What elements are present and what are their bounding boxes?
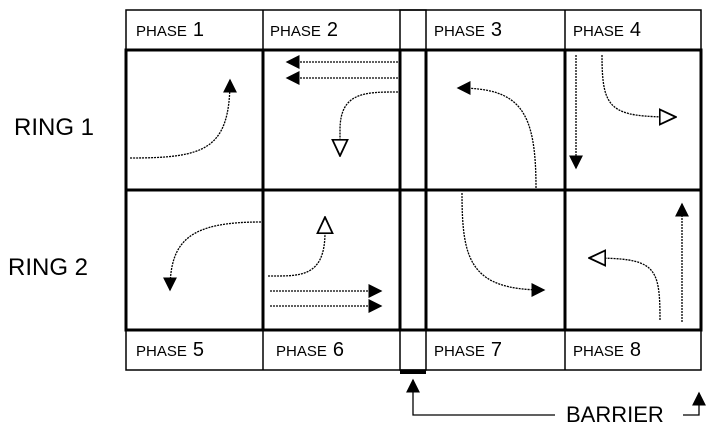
phase-2-permitted-right-arrow [340, 91, 399, 155]
barrier-pointer-arrow [406, 378, 555, 416]
phase-8-number: 8 [629, 339, 641, 361]
phase-6-permitted-left-arrow [267, 218, 325, 277]
phase-3-label: PHASE 3 [434, 20, 502, 40]
phase-1-protected-left-arrow [129, 78, 237, 159]
phase-3-number: 3 [490, 19, 502, 41]
phase-6-word: PHASE [276, 343, 327, 360]
phase-2-word: PHASE [270, 23, 321, 40]
phase-4-label: PHASE 4 [573, 20, 641, 40]
phase-5-protected-left-arrow [163, 221, 262, 292]
movement-arrows [129, 54, 706, 416]
phase-4-number: 4 [629, 19, 641, 41]
phase-7-label: PHASE 7 [434, 340, 502, 360]
grid [124, 9, 703, 374]
phase-1-word: PHASE [136, 23, 187, 40]
phase-6-label: PHASE 6 [276, 340, 344, 360]
phase-3-protected-left-arrow [456, 81, 537, 189]
phase-2-label: PHASE 2 [270, 20, 338, 40]
phase-6-number: 6 [332, 339, 344, 361]
barrier-label: BARRIER [566, 402, 664, 427]
phase-5-number: 5 [192, 339, 204, 361]
phase-1-label: PHASE 1 [136, 20, 204, 40]
phase-7-word: PHASE [434, 343, 485, 360]
phase-3-word: PHASE [434, 23, 485, 40]
barrier-right-pointer-arrow [683, 391, 706, 416]
phase-4-word: PHASE [573, 23, 624, 40]
ring-2-label: RING 2 [8, 254, 89, 281]
phase-2-number: 2 [326, 19, 338, 41]
phase-5-word: PHASE [136, 343, 187, 360]
phase-1-number: 1 [192, 19, 204, 41]
phase-5-label: PHASE 5 [136, 340, 204, 360]
phase-8-word: PHASE [573, 343, 624, 360]
ring-1-label: RING 1 [14, 114, 95, 141]
phase-7-protected-right-arrow [461, 192, 546, 297]
phase-7-number: 7 [490, 339, 502, 361]
phase-8-permitted-left-arrow [590, 258, 661, 321]
phase-4-permitted-right-arrow [601, 54, 675, 117]
phase-8-label: PHASE 8 [573, 340, 641, 360]
